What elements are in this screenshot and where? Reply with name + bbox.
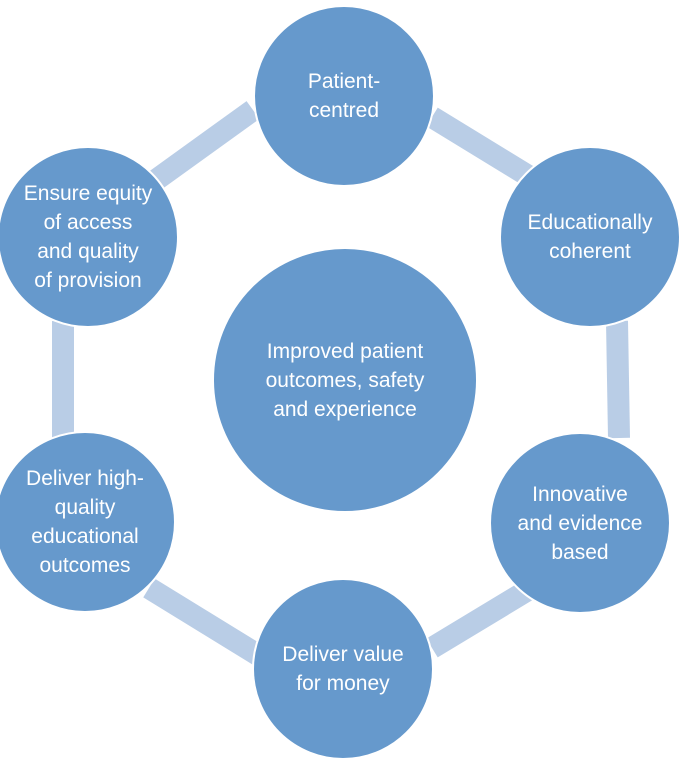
ring-arc-3 xyxy=(426,580,534,658)
node-circle-ensure-equity-of-access xyxy=(0,146,179,328)
center-circle xyxy=(212,247,478,513)
node-circle-innovative-evidence-based xyxy=(489,432,671,614)
node-layer xyxy=(0,5,681,759)
ring-arc-2 xyxy=(606,320,630,439)
node-circle-patient-centred xyxy=(253,5,435,187)
ring-arc-6 xyxy=(142,101,260,194)
ring-arc-4 xyxy=(143,578,264,665)
node-circle-educationally-coherent xyxy=(499,146,681,328)
node-circle-deliver-value-for-money xyxy=(252,578,434,759)
node-circle-deliver-high-quality-educational-outcomes xyxy=(0,431,176,613)
